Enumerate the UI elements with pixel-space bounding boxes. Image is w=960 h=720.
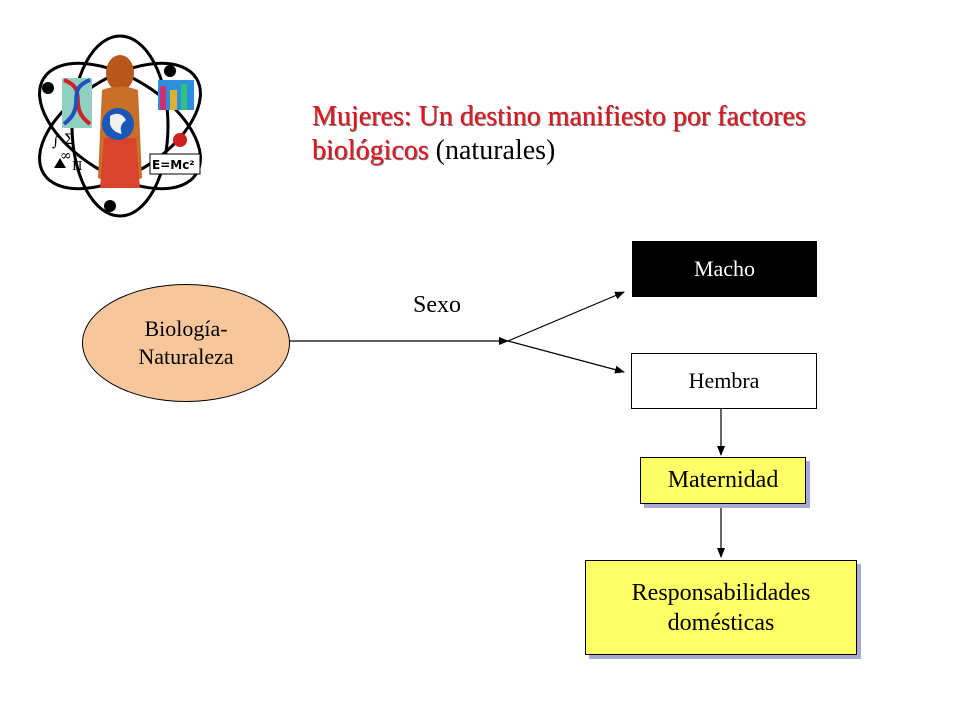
slide-title: Mujeres: Un destino manifiesto por facto… <box>312 100 872 168</box>
svg-text:E=Mc²: E=Mc² <box>152 158 195 172</box>
title-highlight: Mujeres: Un destino manifiesto por facto… <box>312 101 806 166</box>
arrow-split-to-macho <box>507 291 625 342</box>
responsabilidades-line1: Responsabilidades <box>631 579 811 606</box>
responsabilidades-line2: domésticas <box>667 609 775 636</box>
svg-text:Σ: Σ <box>64 132 74 148</box>
svg-text:Π: Π <box>72 159 82 173</box>
origin-label-line2: Naturaleza <box>138 344 234 369</box>
svg-text:∫: ∫ <box>52 134 59 150</box>
node-biologia-naturaleza: Biología- Naturaleza <box>82 284 290 402</box>
origin-label-line1: Biología- <box>144 316 228 341</box>
atom-logo-icon: ∫ Σ ∞ Π E=Mc² <box>38 34 202 218</box>
node-maternidad: Maternidad <box>640 457 806 504</box>
node-macho: Macho <box>632 241 817 297</box>
node-hembra: Hembra <box>631 353 817 409</box>
svg-text:∞: ∞ <box>60 148 72 164</box>
node-responsabilidades-domesticas: Responsabilidades domésticas <box>585 560 857 655</box>
arrow-split-to-hembra <box>507 340 625 374</box>
title-suffix: (naturales) <box>428 135 556 166</box>
edge-label-sexo: Sexo <box>413 292 461 318</box>
